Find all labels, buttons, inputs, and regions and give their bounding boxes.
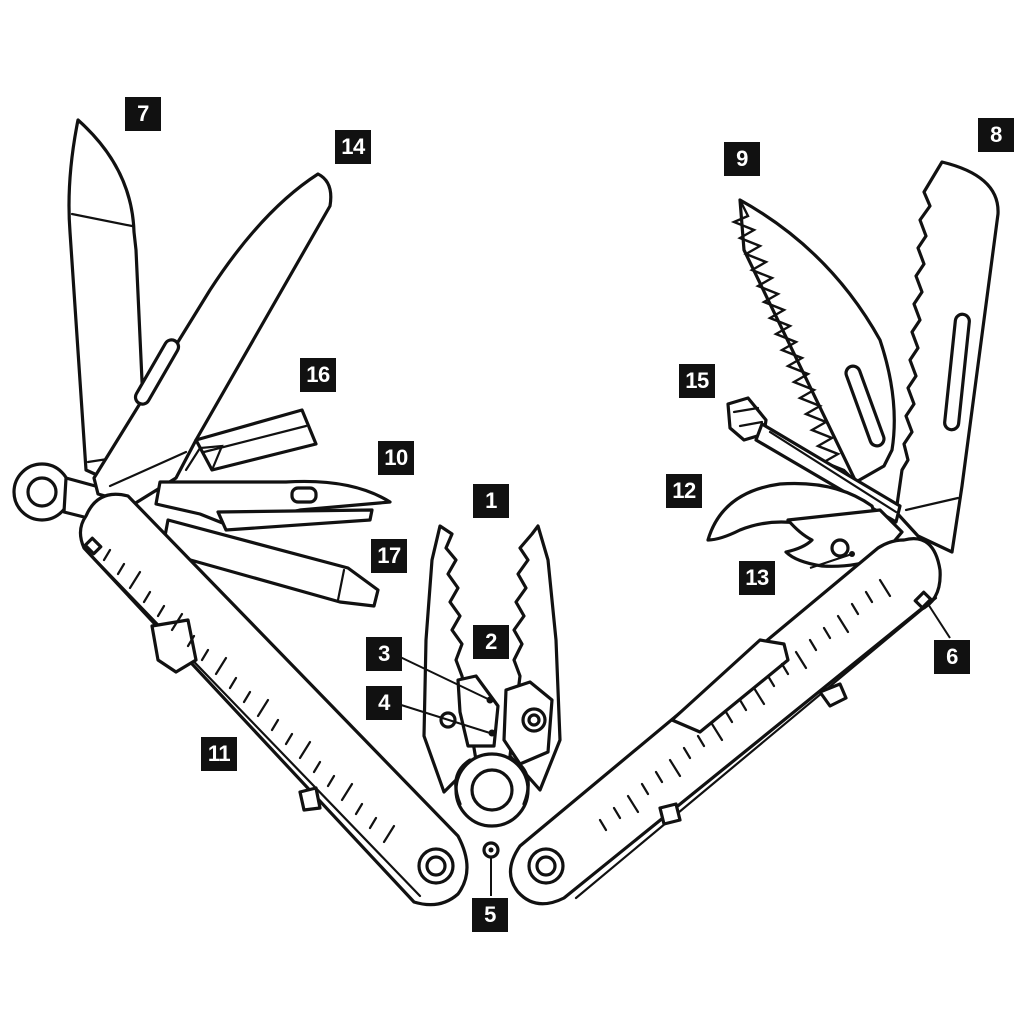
screwdriver-16 (194, 408, 318, 472)
right-handle (508, 537, 942, 906)
callout-1: 1 (473, 484, 509, 518)
left-handle-11 (78, 492, 469, 907)
leader-lines (397, 553, 951, 896)
callout-6: 6 (934, 640, 970, 674)
callout-8: 8 (978, 118, 1014, 152)
scissors-10 (154, 444, 392, 532)
hinge-5 (482, 841, 500, 859)
serrated-blade-8 (894, 160, 1000, 554)
callout-14: 14 (335, 130, 371, 164)
wood-saw-9 (730, 198, 896, 484)
callout-9: 9 (724, 142, 760, 176)
callout-7: 7 (125, 97, 161, 131)
callout-12: 12 (666, 474, 702, 508)
serrated-knife-14 (92, 172, 333, 506)
callout-4: 4 (366, 686, 402, 720)
callout-16: 16 (300, 358, 336, 392)
callout-10: 10 (378, 441, 414, 475)
callout-15: 15 (679, 364, 715, 398)
pliers-jaws (422, 524, 562, 828)
callout-13: 13 (739, 561, 775, 595)
callout-2: 2 (473, 625, 509, 659)
callout-17: 17 (371, 539, 407, 573)
bit-driver-15 (726, 396, 902, 524)
callout-5: 5 (472, 898, 508, 932)
callout-3: 3 (366, 637, 402, 671)
callout-11: 11 (201, 737, 237, 771)
